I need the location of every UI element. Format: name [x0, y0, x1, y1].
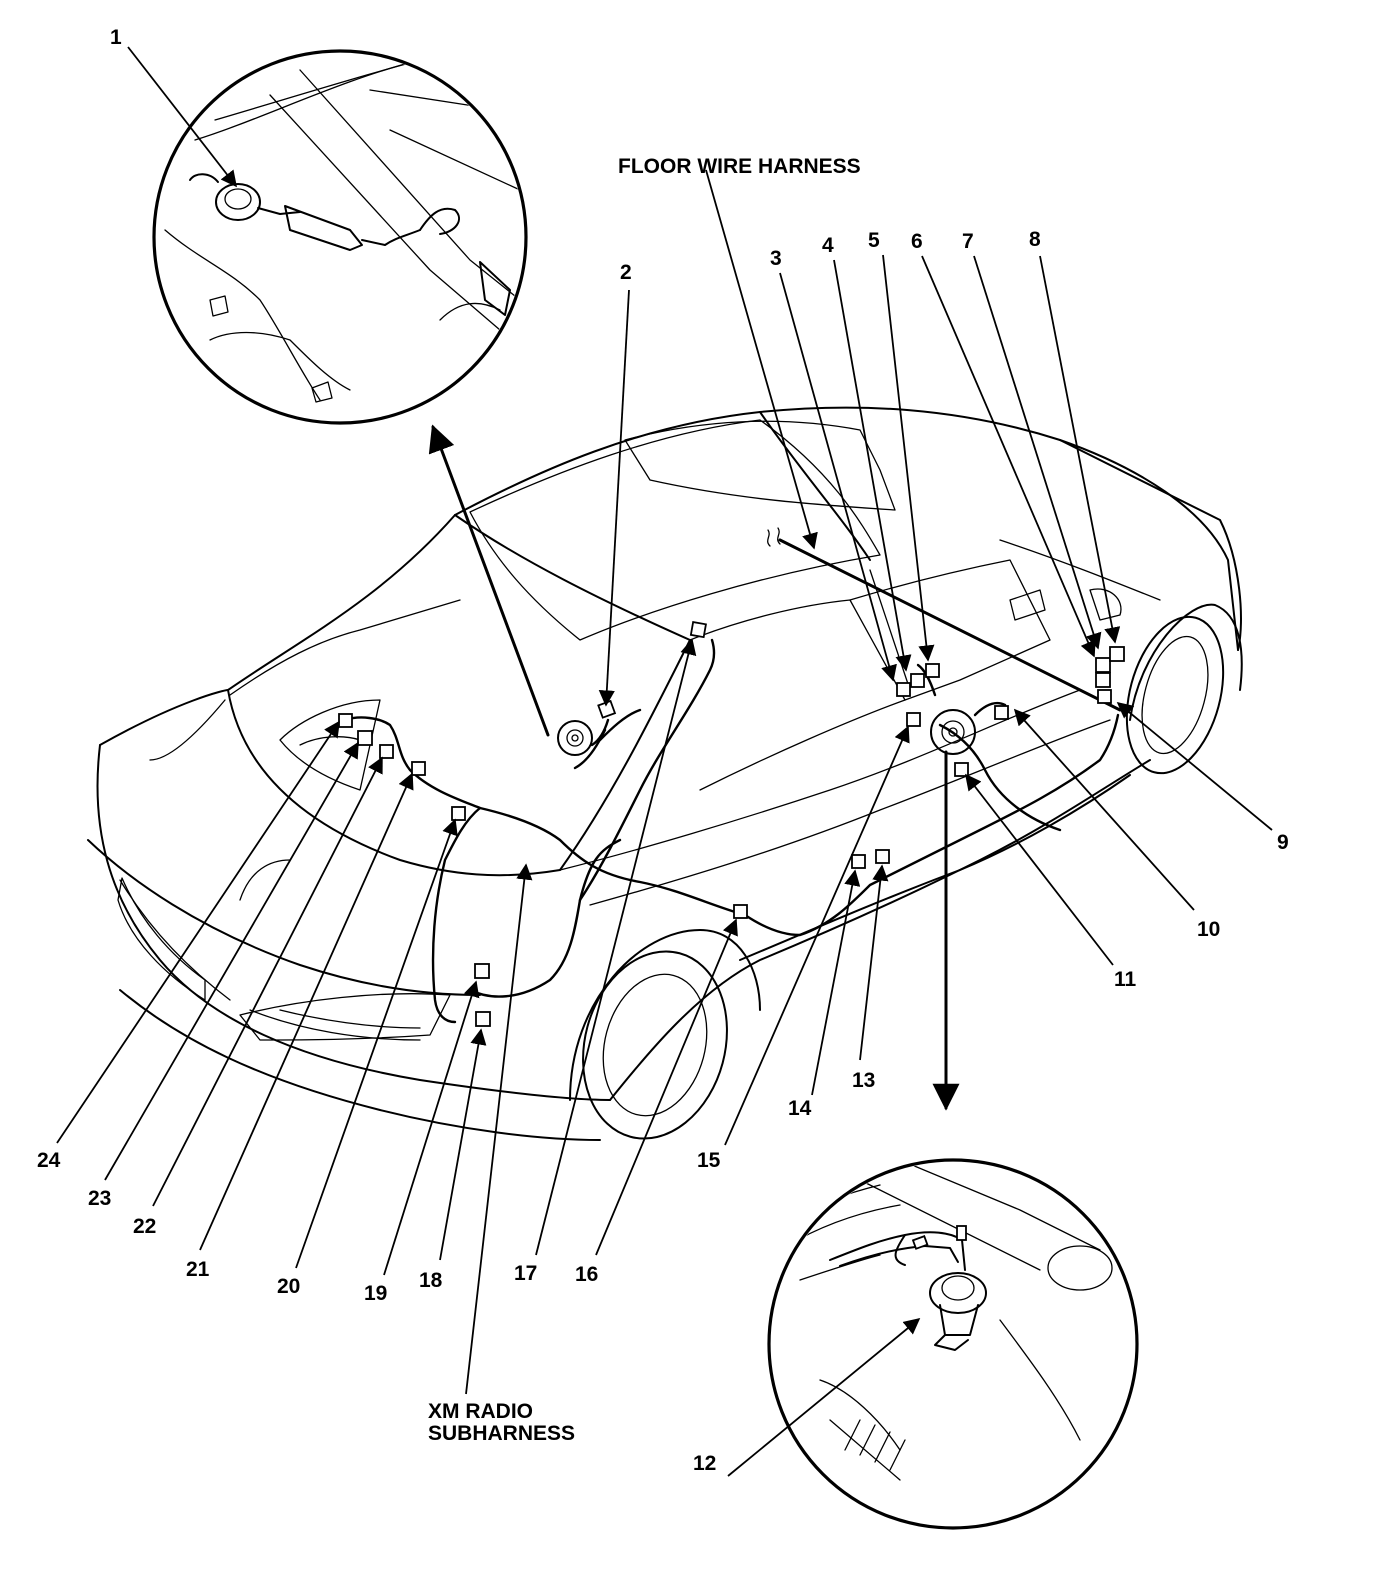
callout-12: 12 [693, 1452, 716, 1475]
callout-9: 9 [1277, 831, 1289, 854]
xm-radio-harness-route [343, 638, 1120, 1024]
detail-link-arrows [428, 424, 960, 1111]
callout-2: 2 [620, 261, 632, 284]
callout-6: 6 [911, 230, 923, 253]
detail-view-rear-antenna [152, 49, 528, 425]
callout-17: 17 [514, 1262, 537, 1285]
callout-16: 16 [575, 1263, 598, 1286]
callout-1: 1 [110, 26, 122, 49]
callout-10: 10 [1197, 918, 1220, 941]
detail-view-front-antenna [767, 1158, 1139, 1530]
rear-antenna-mount [557, 718, 610, 756]
front-antenna-mount [930, 709, 976, 755]
leader-lines [56, 46, 1273, 1477]
callout-23: 23 [88, 1187, 111, 1210]
connectors [338, 621, 1125, 1027]
callout-20: 20 [277, 1275, 300, 1298]
xm-radio-label-line1: XM RADIO [428, 1400, 533, 1423]
callout-14: 14 [788, 1097, 812, 1120]
floor-wire-harness-label: FLOOR WIRE HARNESS [618, 155, 861, 178]
car-outline [87, 406, 1243, 1141]
callout-7: 7 [962, 230, 974, 253]
callout-11: 11 [1114, 968, 1137, 991]
callout-5: 5 [868, 229, 880, 252]
callout-8: 8 [1029, 228, 1041, 251]
callout-24: 24 [37, 1149, 61, 1172]
xm-radio-label-line2: SUBHARNESS [428, 1422, 575, 1445]
callout-13: 13 [852, 1069, 875, 1092]
callout-19: 19 [364, 1282, 387, 1305]
callout-21: 21 [186, 1258, 210, 1281]
callout-15: 15 [697, 1149, 721, 1172]
callout-4: 4 [822, 234, 834, 257]
callout-3: 3 [770, 247, 782, 270]
callout-22: 22 [133, 1215, 156, 1238]
callout-18: 18 [419, 1269, 443, 1292]
callout-numbers: 1 2 3 4 5 6 7 8 9 10 11 12 13 14 15 16 1… [37, 26, 1289, 1475]
floor-wire-harness-route [767, 527, 1122, 712]
